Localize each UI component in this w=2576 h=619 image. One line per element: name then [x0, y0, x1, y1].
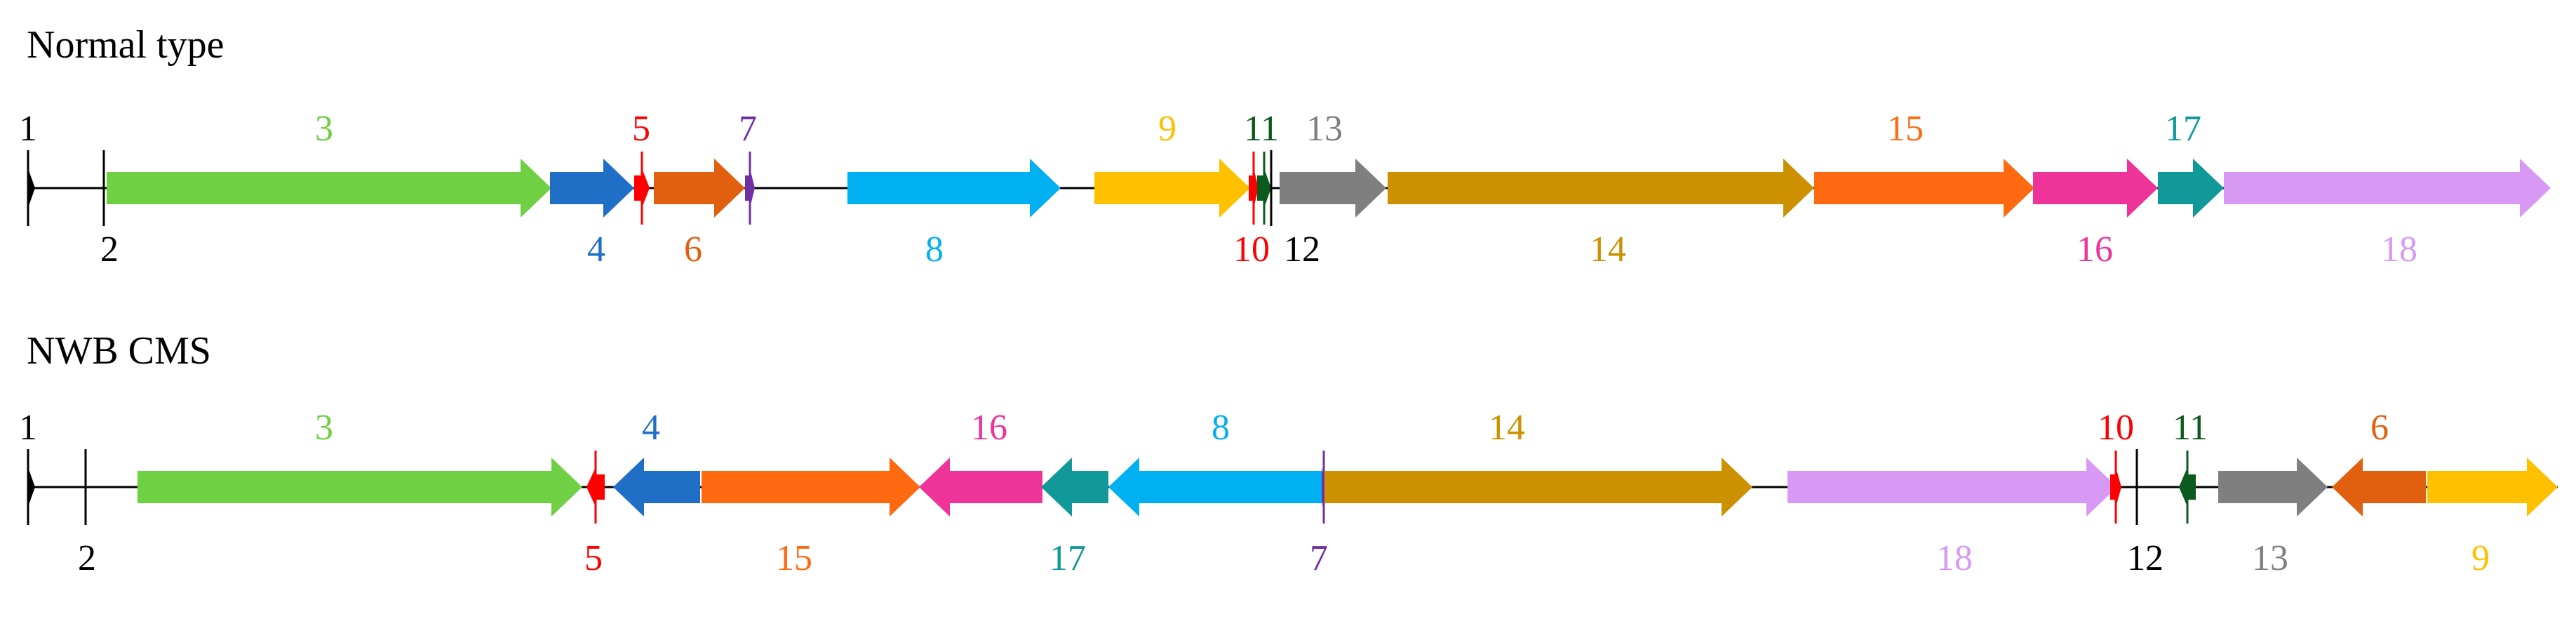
gene-label-9-track-1: 9 — [2471, 538, 2490, 578]
gene-6-track-1 — [2332, 458, 2426, 517]
gene-label-12-track-1: 12 — [2127, 538, 2164, 578]
gene-10-track-1 — [2110, 467, 2121, 507]
gene-label-12-track-0: 12 — [1284, 229, 1320, 269]
gene-15-track-0 — [1814, 159, 2034, 218]
track-title-cms: NWB CMS — [27, 329, 211, 373]
gene-label-15-track-0: 15 — [1887, 109, 1924, 149]
gene-label-9-track-0: 9 — [1158, 109, 1176, 149]
gene-11-track-1 — [2179, 467, 2196, 507]
gene-label-17-track-0: 17 — [2165, 109, 2201, 149]
gene-label-10-track-0: 10 — [1233, 229, 1270, 269]
gene-17-track-1 — [1041, 458, 1108, 517]
gene-label-11-track-1: 11 — [2173, 408, 2208, 448]
gene-13-track-0 — [1280, 159, 1386, 218]
gene-16-track-0 — [2033, 159, 2158, 218]
gene-6-track-0 — [654, 159, 745, 218]
gene-13-track-1 — [2218, 458, 2328, 517]
gene-label-1-track-1: 1 — [19, 408, 37, 448]
gene-label-8-track-0: 8 — [925, 229, 944, 269]
gene-11-track-0 — [1257, 168, 1271, 208]
gene-3-track-1 — [137, 458, 582, 517]
gene-label-7-track-0: 7 — [739, 109, 757, 149]
gene-label-16-track-1: 16 — [971, 408, 1007, 448]
gene-7-track-1 — [1322, 467, 1326, 507]
gene-label-18-track-1: 18 — [1936, 538, 1973, 578]
gene-label-13-track-1: 13 — [2252, 538, 2288, 578]
gene-label-14-track-1: 14 — [1489, 408, 1525, 448]
gene-label-6-track-1: 6 — [2370, 408, 2389, 448]
gene-4-track-1 — [613, 458, 700, 517]
gene-1-track-1 — [28, 467, 35, 507]
track-title-normal: Normal type — [27, 23, 224, 67]
gene-label-5-track-1: 5 — [584, 538, 603, 578]
gene-label-10-track-1: 10 — [2098, 408, 2134, 448]
gene-16-track-1 — [919, 458, 1042, 517]
gene-label-7-track-1: 7 — [1310, 538, 1328, 578]
gene-label-14-track-0: 14 — [1590, 229, 1626, 269]
gene-15-track-1 — [702, 458, 920, 517]
gene-1-track-0 — [28, 168, 35, 208]
gene-9-track-0 — [1094, 159, 1250, 218]
gene-label-1-track-0: 1 — [19, 109, 37, 149]
gene-9-track-1 — [2427, 458, 2558, 517]
gene-label-4-track-1: 4 — [642, 408, 660, 448]
gene-8-track-1 — [1108, 458, 1322, 517]
gene-label-17-track-1: 17 — [1049, 538, 1086, 578]
gene-5-track-1 — [586, 467, 605, 507]
gene-label-5-track-0: 5 — [632, 109, 650, 149]
gene-18-track-1 — [1787, 458, 2117, 517]
gene-14-track-0 — [1388, 159, 1814, 218]
gene-8-track-0 — [847, 159, 1061, 218]
gene-18-track-0 — [2224, 159, 2551, 218]
gene-label-3-track-0: 3 — [315, 109, 333, 149]
gene-label-11-track-0: 11 — [1244, 109, 1279, 149]
gene-label-3-track-1: 3 — [315, 408, 333, 448]
gene-label-6-track-0: 6 — [684, 229, 702, 269]
gene-5-track-0 — [634, 168, 650, 208]
gene-label-2-track-0: 2 — [100, 229, 119, 269]
gene-10-track-0 — [1249, 168, 1259, 208]
gene-14-track-1 — [1324, 458, 1752, 517]
gene-label-16-track-0: 16 — [2077, 229, 2113, 269]
gene-label-4-track-0: 4 — [587, 229, 605, 269]
gene-7-track-0 — [745, 168, 755, 208]
gene-label-8-track-1: 8 — [1212, 408, 1230, 448]
gene-label-15-track-1: 15 — [776, 538, 812, 578]
gene-4-track-0 — [550, 159, 634, 218]
gene-3-track-0 — [107, 159, 551, 218]
gene-label-13-track-0: 13 — [1306, 109, 1343, 149]
gene-label-2-track-1: 2 — [78, 538, 96, 578]
gene-17-track-0 — [2158, 159, 2224, 218]
gene-label-18-track-0: 18 — [2381, 229, 2417, 269]
